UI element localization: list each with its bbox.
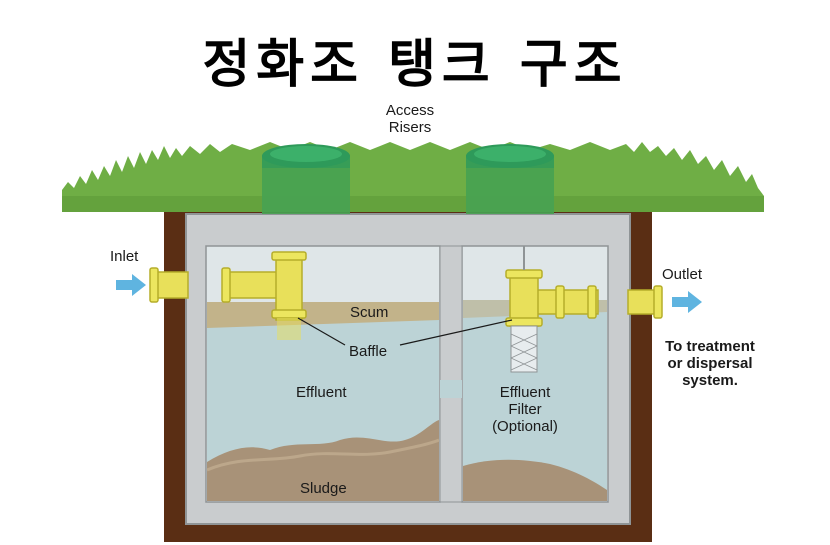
label-effluent-filter-line1: Effluent xyxy=(499,384,551,401)
label-treatment-line1: To treatment xyxy=(665,338,755,355)
sludge-right xyxy=(463,459,607,501)
label-effluent-filter-line3: (Optional) xyxy=(492,418,558,435)
label-access-risers-line1: Access xyxy=(385,102,435,119)
label-access-risers-line2: Risers xyxy=(388,119,432,136)
partition-wall xyxy=(439,245,463,503)
inlet-baffle xyxy=(221,251,307,340)
inlet-pipe xyxy=(149,267,189,303)
baffle-leader-left xyxy=(297,317,346,346)
label-access-risers: Access Risers xyxy=(370,102,450,136)
label-baffle: Baffle xyxy=(349,343,388,360)
outlet-pipe xyxy=(627,285,663,319)
label-treatment-line3: system. xyxy=(682,372,738,389)
diagram-title: 정화조 탱크 구조 xyxy=(202,35,628,95)
scum-layer xyxy=(207,302,439,328)
outlet-arrow xyxy=(672,291,702,313)
label-treatment-line2: or dispersal xyxy=(667,355,753,372)
access-riser-left xyxy=(262,144,350,214)
outlet-baffle xyxy=(505,246,599,327)
effluent-filter xyxy=(510,325,538,373)
inlet-arrow xyxy=(116,274,146,296)
label-effluent-filter: Effluent Filter (Optional) xyxy=(480,384,570,435)
access-riser-right xyxy=(466,144,554,214)
baffle-leader-right xyxy=(399,319,513,346)
sludge-left xyxy=(207,420,439,501)
label-sludge: Sludge xyxy=(300,480,347,497)
label-outlet: Outlet xyxy=(662,266,703,283)
grass xyxy=(62,142,764,212)
label-effluent-filter-line2: Filter xyxy=(508,401,542,418)
label-inlet: Inlet xyxy=(110,248,139,265)
label-effluent: Effluent xyxy=(296,384,347,401)
label-scum: Scum xyxy=(350,304,389,321)
label-treatment: To treatment or dispersal system. xyxy=(654,338,766,389)
